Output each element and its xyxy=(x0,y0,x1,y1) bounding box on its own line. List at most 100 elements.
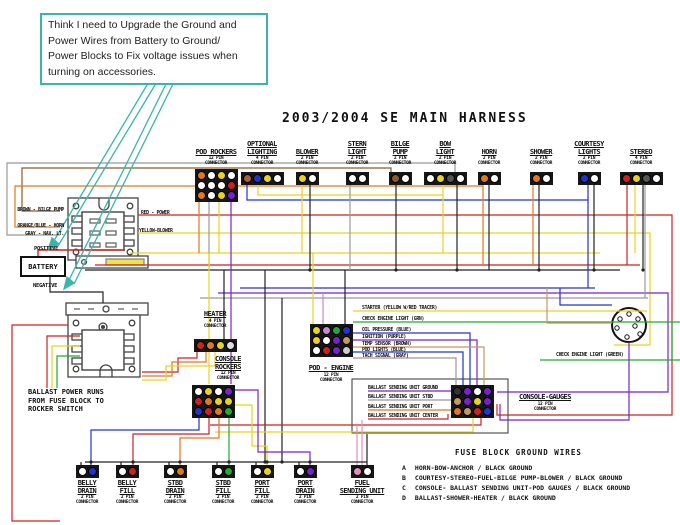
connector-label: FUEL SENDING UNIT xyxy=(339,479,385,495)
ballast-sending-ground: BALLAST SENDING UNIT GROUND xyxy=(368,386,438,391)
connector-pin xyxy=(216,341,225,350)
pin-strip xyxy=(345,172,369,185)
connector-pin xyxy=(453,407,462,416)
connector-pin-count: 2 PIN CONNECTOR xyxy=(345,156,369,167)
connector-label: OPTIONAL LIGHTING xyxy=(247,140,277,156)
connector-pin xyxy=(224,387,233,396)
annotation-note: Think I need to Upgrade the Ground and P… xyxy=(40,13,268,85)
connector-pin xyxy=(362,467,372,476)
connector-pod-engine: POD - ENGINE 12 PIN CONNECTOR xyxy=(303,364,359,383)
pin-strip xyxy=(240,172,284,185)
connector-pin xyxy=(127,467,137,476)
connector-pin xyxy=(357,174,367,183)
connector-pin xyxy=(204,407,213,416)
connector-pin xyxy=(295,467,305,476)
legend-text: COURTESY-STEREO-FUEL-BILGE PUMP-BLOWER /… xyxy=(414,474,623,482)
legend-item-a: A HORN-BOW-ANCHOR / BLACK GROUND xyxy=(402,463,532,473)
connector-pin xyxy=(272,174,282,183)
connector-port-fill: PORT FILL 2 PIN CONNECTOR xyxy=(240,461,284,505)
signal-tach: TACH SIGNAL (GRAY) xyxy=(362,354,409,359)
connector-pin xyxy=(206,181,216,190)
connector-pin xyxy=(322,346,331,355)
connector-label: STBD FILL xyxy=(215,479,231,495)
pin-strip xyxy=(388,172,412,185)
connector-port-drain: PORT DRAIN 2 PIN CONNECTOR xyxy=(283,461,327,505)
connector-pin-count: 12 PIN CONNECTOR xyxy=(204,156,228,167)
pin-strip-pod-engine xyxy=(310,324,353,357)
connector-shower: SHOWER 2 PIN CONNECTOR xyxy=(517,140,565,187)
pin-strip xyxy=(350,465,374,478)
wire-label-bilge: BROWN - BILGE PUMP xyxy=(17,208,64,213)
connector-pin xyxy=(473,387,482,396)
connector-pin xyxy=(216,191,226,200)
connector-label: STEREO xyxy=(629,147,653,156)
connector-pin-count: 2 PIN CONNECTOR xyxy=(577,156,601,167)
connector-pin xyxy=(262,467,272,476)
connector-pin-count: 4 PIN CONNECTOR xyxy=(629,156,653,167)
connector-pin-count: 2 PIN CONNECTOR xyxy=(293,495,317,506)
connector-pin xyxy=(224,397,233,406)
pin-strip xyxy=(194,169,238,202)
signal-oil-pressure: OIL PRESSURE (BLUE) xyxy=(362,328,412,333)
connector-pin xyxy=(435,174,445,183)
connector-pin xyxy=(206,191,216,200)
connector-stereo: STEREO 4 PIN CONNECTOR xyxy=(617,140,665,187)
connector-pin xyxy=(194,407,203,416)
pin-strip xyxy=(293,465,317,478)
wire-label-power: RED - POWER xyxy=(141,211,170,216)
pin-strip xyxy=(529,172,553,185)
connector-pin xyxy=(631,174,641,183)
connector-pin xyxy=(352,467,362,476)
gauges-box xyxy=(351,378,509,434)
connector-pin xyxy=(117,467,127,476)
connector-pod-rockers: POD ROCKERS 12 PIN CONNECTOR xyxy=(186,140,246,204)
annotation-arrows xyxy=(46,79,176,291)
connector-label: BELLY FILL xyxy=(117,479,137,495)
connector-pin xyxy=(214,407,223,416)
connector-pin-count: 2 PIN CONNECTOR xyxy=(529,156,553,167)
pin-strip xyxy=(477,172,501,185)
connector-pin xyxy=(455,174,465,183)
connector-pin xyxy=(165,467,175,476)
wire-label-blower: YELLOW-BLOWER xyxy=(139,229,173,234)
battery-box: BATTERY xyxy=(20,256,66,277)
connector-pin-count: 2 PIN CONNECTOR xyxy=(75,495,99,506)
connector-pin xyxy=(196,341,205,350)
connector-pin xyxy=(196,171,206,180)
connector-belly-fill: BELLY FILL 2 PIN CONNECTOR xyxy=(105,461,149,505)
connector-pin xyxy=(473,407,482,416)
connector-pin xyxy=(216,181,226,190)
connector-pin-count: 2 PIN CONNECTOR xyxy=(115,495,139,506)
connector-pin xyxy=(347,174,357,183)
connector-pin xyxy=(579,174,589,183)
connector-pin xyxy=(204,387,213,396)
ballast-sending-stbd: BALLAST SENDING UNIT STBD xyxy=(368,395,433,400)
signal-check-engine: CHECK ENGINE LIGHT (GRN) xyxy=(362,317,425,322)
legend-text: CONSOLE- BALLAST SENDING UNIT-POD GAUGES… xyxy=(414,484,631,492)
junction-dots xyxy=(89,268,645,464)
connector-label: CONSOLE ROCKERS xyxy=(214,355,242,371)
connector-pin-count: 2 PIN CONNECTOR xyxy=(350,495,374,506)
connector-pin xyxy=(312,346,321,355)
connector-label: HEATER xyxy=(203,310,227,318)
round-connector xyxy=(611,307,647,343)
connector-console-rockers: CONSOLE ROCKERS 12 PIN CONNECTOR xyxy=(202,355,254,381)
pin-strip xyxy=(619,172,663,185)
connector-pin xyxy=(204,397,213,406)
connector-pin xyxy=(489,174,499,183)
connector-pin xyxy=(322,336,331,345)
connector-stbd-drain: STBD DRAIN 2 PIN CONNECTOR xyxy=(153,461,197,505)
connector-stern-light: STERN LIGHT 2 PIN CONNECTOR xyxy=(333,140,381,187)
legend-text: HORN-BOW-ANCHOR / BLACK GROUND xyxy=(414,464,533,472)
connector-pin xyxy=(390,174,400,183)
connector-pin xyxy=(400,174,410,183)
connector-pin xyxy=(463,407,472,416)
pin-strip xyxy=(423,172,467,185)
connector-pin xyxy=(206,171,216,180)
connector-pin xyxy=(297,174,307,183)
connector-label: POD ROCKERS xyxy=(195,147,237,156)
connector-label: CONSOLE-GAUGES xyxy=(518,393,572,401)
legend-key: A xyxy=(402,464,406,472)
connector-pin xyxy=(252,174,262,183)
